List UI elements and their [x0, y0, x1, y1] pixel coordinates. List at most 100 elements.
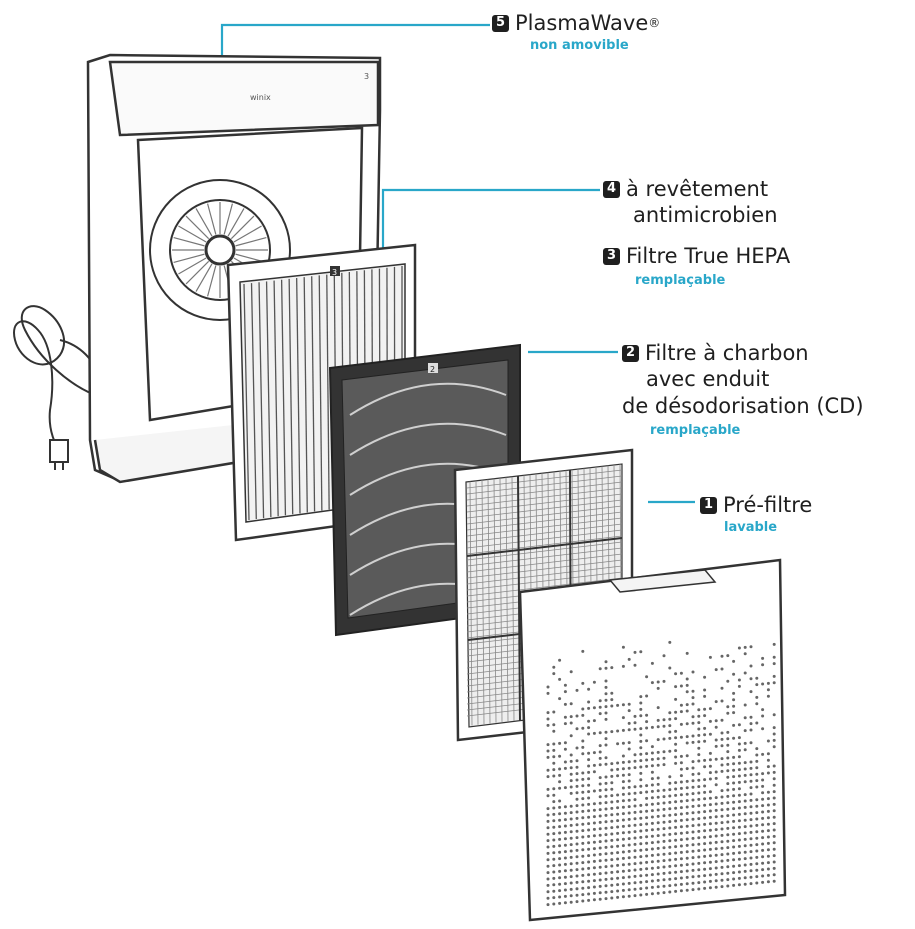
perforation-dot: [679, 850, 683, 854]
perforation-dot: [558, 876, 562, 880]
perforation-dot: [592, 827, 596, 831]
perforation-dot: [563, 850, 567, 854]
perforation-dot: [563, 786, 567, 790]
perforation-dot: [703, 867, 707, 871]
perforation-dot: [726, 743, 730, 747]
perforation-dot: [772, 860, 776, 864]
perforation-dot: [674, 787, 678, 791]
perforation-dot: [726, 775, 730, 779]
hepa-pleat: [326, 274, 330, 510]
perforation-dot: [766, 688, 770, 692]
perforation-dot: [610, 704, 614, 708]
perforation-dot: [627, 817, 631, 821]
perforation-dot: [587, 898, 591, 902]
perforation-dot: [749, 792, 753, 796]
perforation-dot: [604, 660, 608, 664]
perforation-dot: [639, 835, 643, 839]
perforation-dot: [708, 751, 712, 755]
perforation-dot: [645, 867, 649, 871]
perforation-dot: [592, 879, 596, 883]
perforation-dot: [569, 855, 573, 859]
perforation-dot: [563, 818, 567, 822]
perforation-dot: [726, 807, 730, 811]
fan-spoke: [173, 236, 205, 247]
perforation-dot: [610, 851, 614, 855]
perforation-dot: [552, 710, 556, 714]
number-badge: 1: [700, 496, 717, 514]
perforation-dot: [627, 843, 631, 847]
perforation-dot: [703, 688, 707, 692]
perforation-dot: [569, 875, 573, 879]
perforation-dot: [610, 858, 614, 862]
perforation-dot: [662, 807, 666, 811]
perforation-dot: [749, 862, 753, 866]
perforation-dot: [772, 681, 776, 685]
perforation-dot: [645, 726, 649, 730]
perforation-dot: [685, 709, 689, 713]
perforation-dot: [732, 832, 736, 836]
perforation-dot: [587, 802, 591, 806]
perforation-dot: [761, 727, 765, 731]
perforation-dot: [558, 697, 562, 701]
hepa-pleat: [250, 283, 257, 520]
perforation-dot: [650, 764, 654, 768]
perforation-dot: [639, 784, 643, 788]
mesh-line: [466, 505, 623, 525]
perforation-dot: [633, 766, 637, 770]
perforation-dot: [639, 803, 643, 807]
perforation-dot: [621, 780, 625, 784]
perforation-dot: [633, 785, 637, 789]
perforation-dot: [720, 699, 724, 703]
perforation-dot: [563, 875, 567, 879]
perforation-dot: [697, 746, 701, 750]
perforation-dot: [732, 864, 736, 868]
perforation-dot: [650, 879, 654, 883]
perforation-dot: [749, 664, 753, 668]
perforation-dot: [743, 805, 747, 809]
perforation-dot: [685, 882, 689, 886]
perforation-dot: [569, 766, 573, 770]
perforation-dot: [662, 878, 666, 882]
perforation-dot: [546, 845, 550, 849]
perforation-dot: [674, 685, 678, 689]
perforation-dot: [708, 732, 712, 736]
perforation-dot: [656, 891, 660, 895]
perforation-dot: [697, 740, 701, 744]
perforation-dot: [708, 873, 712, 877]
perforation-dot: [772, 764, 776, 768]
perforation-dot: [552, 800, 556, 804]
perforation-dot: [749, 773, 753, 777]
perforation-dot: [546, 711, 550, 715]
perforation-dot: [616, 895, 620, 899]
perforation-dot: [685, 677, 689, 681]
perforation-dot: [604, 692, 608, 696]
fan-spoke: [185, 260, 210, 285]
perforation-dot: [679, 754, 683, 758]
perforation-dot: [645, 790, 649, 794]
perforation-dot: [558, 677, 562, 681]
perforation-dot: [656, 738, 660, 742]
perforation-dot: [592, 898, 596, 902]
perforation-dot: [645, 841, 649, 845]
perforation-dot: [720, 827, 724, 831]
perforation-dot: [685, 824, 689, 828]
perforation-dot: [714, 738, 718, 742]
perforation-dot: [598, 840, 602, 844]
perforation-dot: [674, 717, 678, 721]
mesh-line: [466, 493, 623, 513]
perforation-dot: [761, 772, 765, 776]
perforation-dot: [755, 779, 759, 783]
perforation-dot: [598, 795, 602, 799]
perforation-dot: [755, 875, 759, 879]
perforation-dot: [616, 799, 620, 803]
perforation-dot: [656, 846, 660, 850]
perforation-dot: [668, 858, 672, 862]
perforation-dot: [604, 845, 608, 849]
perforation-dot: [604, 858, 608, 862]
perforation-dot: [581, 713, 585, 717]
perforation-dot: [714, 668, 718, 672]
perforation-dot: [598, 788, 602, 792]
perforation-dot: [610, 877, 614, 881]
perforation-dot: [616, 857, 620, 861]
perforation-dot: [569, 791, 573, 795]
